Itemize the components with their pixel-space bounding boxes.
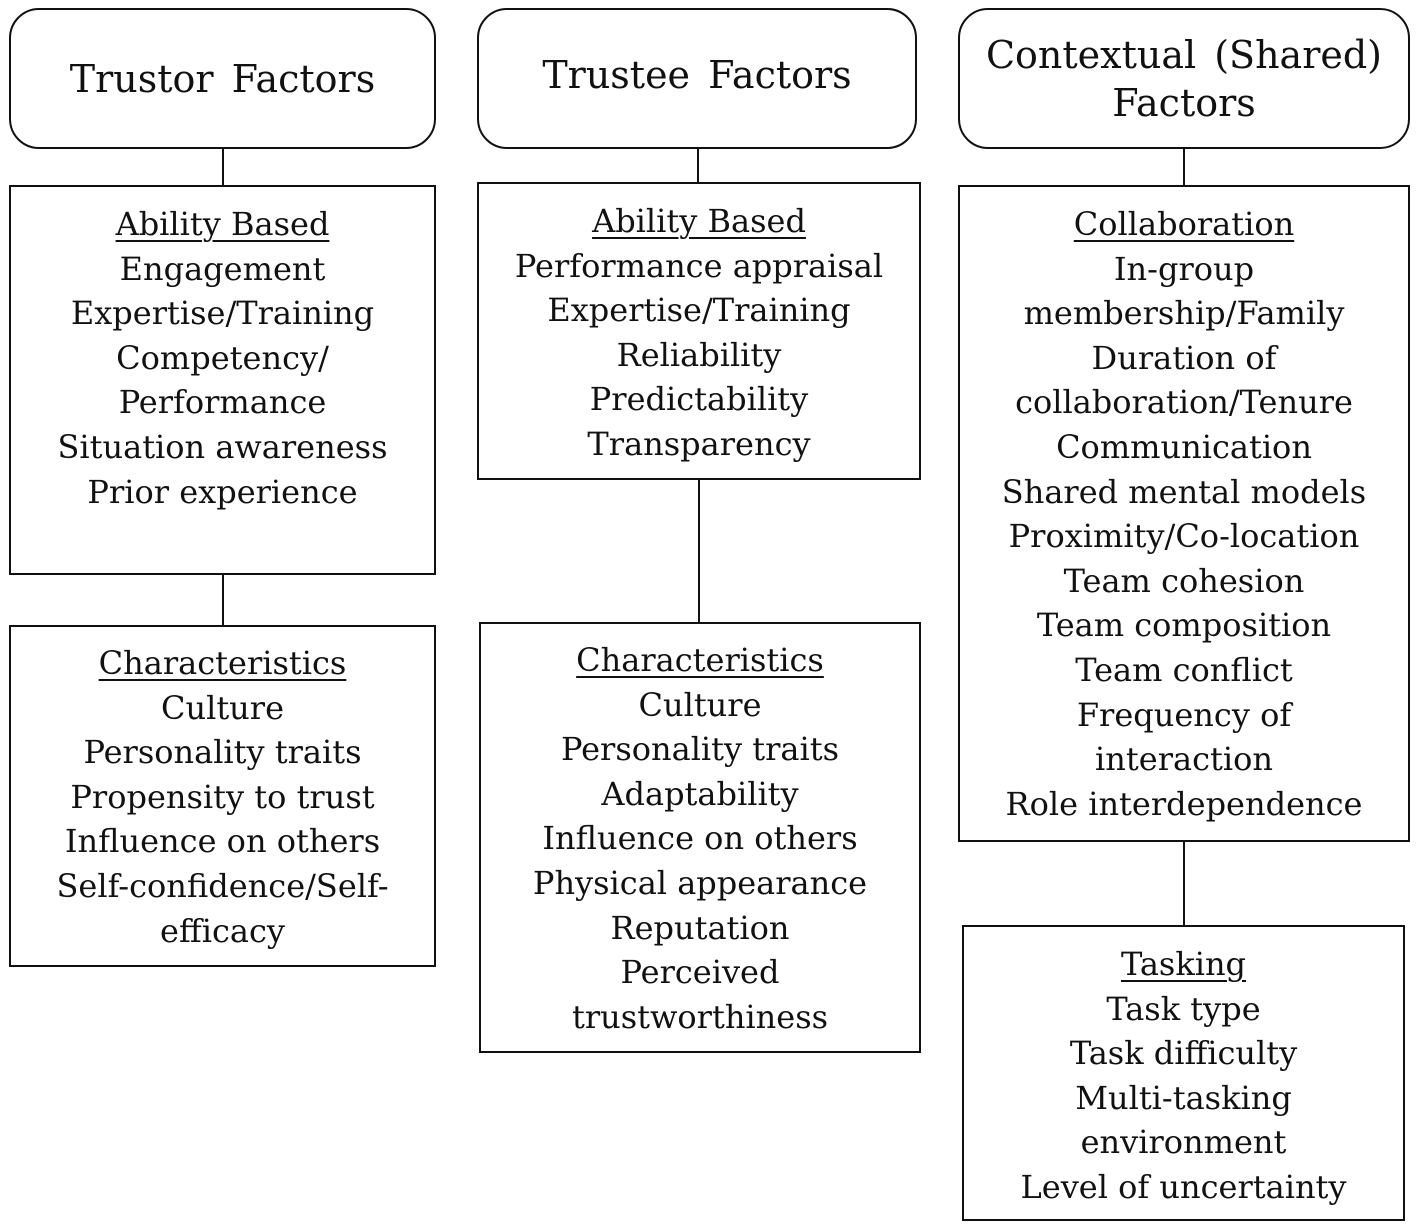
list-item: Self-confidence/Self- — [56, 866, 389, 905]
list-item: Shared mental models — [1001, 472, 1367, 511]
connector-trustor-ability-characteristics — [222, 574, 224, 626]
list-item: Frequency of — [1076, 695, 1292, 734]
contextual-factors-header: Contextual (Shared) Factors — [958, 8, 1410, 149]
contextual-collaboration-box: Collaboration In-group membership/Family… — [958, 185, 1410, 842]
list-item: Physical appearance — [532, 863, 868, 902]
list-item: membership/Family — [1023, 294, 1345, 333]
list-item: interaction — [1095, 740, 1273, 779]
list-item: Perceived — [620, 953, 780, 992]
list-item: Influence on others — [542, 819, 858, 858]
list-item: In-group — [1113, 249, 1255, 288]
trustee-characteristics-title: Characteristics — [576, 641, 824, 679]
trustee-ability-based-title: Ability Based — [592, 202, 806, 240]
list-item: Communication — [1056, 427, 1312, 466]
contextual-tasking-title: Tasking — [1120, 945, 1247, 983]
list-item: Adaptability — [601, 774, 799, 813]
list-item: Culture — [638, 685, 762, 724]
trustor-ability-based-box: Ability Based Engagement Expertise/Train… — [9, 185, 436, 575]
list-item: Expertise/Training — [70, 294, 375, 333]
list-item: collaboration/Tenure — [1015, 383, 1353, 422]
connector-trustee-ability-characteristics — [698, 479, 700, 623]
list-item: Team composition — [1036, 606, 1332, 645]
trustor-characteristics-box: Characteristics Culture Personality trai… — [9, 625, 436, 967]
trustee-ability-based-box: Ability Based Performance appraisal Expe… — [477, 182, 921, 480]
list-item: Reputation — [610, 908, 790, 947]
list-item: Reliability — [616, 335, 782, 374]
contextual-factors-header-line: Contextual (Shared) — [985, 32, 1383, 77]
trustor-characteristics-title: Characteristics — [98, 644, 347, 682]
list-item: Performance — [118, 383, 327, 422]
list-item: environment — [1080, 1123, 1287, 1162]
list-item: Transparency — [587, 424, 811, 463]
list-item: Influence on others — [64, 822, 381, 861]
list-item: trustworthiness — [571, 997, 829, 1036]
list-item: Team conflict — [1075, 650, 1293, 689]
list-item: Predictability — [589, 380, 809, 419]
list-item: Prior experience — [87, 472, 358, 511]
trustee-factors-header-label: Trustee Factors — [542, 52, 852, 97]
contextual-collaboration-title: Collaboration — [1073, 205, 1295, 243]
list-item: Situation awareness — [57, 427, 388, 466]
list-item: Task difficulty — [1069, 1034, 1298, 1073]
list-item: Proximity/Co-location — [1008, 517, 1360, 556]
list-item: Task type — [1106, 989, 1261, 1028]
list-item: Multi-tasking — [1075, 1078, 1292, 1117]
list-item: Propensity to trust — [70, 777, 375, 816]
connector-contextual-header-collaboration — [1183, 148, 1185, 186]
list-item: Personality traits — [83, 733, 362, 772]
connector-trustee-header-ability — [697, 148, 699, 183]
contextual-factors-header-line: Factors — [1112, 80, 1256, 125]
list-item: Duration of — [1091, 338, 1277, 377]
list-item: Engagement — [119, 249, 326, 288]
contextual-tasking-box: Tasking Task type Task difficulty Multi-… — [962, 925, 1405, 1221]
trustee-factors-header: Trustee Factors — [477, 8, 917, 149]
trustee-characteristics-box: Characteristics Culture Personality trai… — [479, 622, 921, 1053]
list-item: Culture — [160, 688, 285, 727]
connector-contextual-collaboration-tasking — [1183, 841, 1185, 926]
list-item: Team cohesion — [1063, 561, 1305, 600]
list-item: Performance appraisal — [514, 246, 884, 285]
list-item: Expertise/Training — [547, 291, 851, 330]
trustor-factors-header-label: Trustor Factors — [69, 56, 376, 101]
list-item: efficacy — [160, 911, 285, 950]
list-item: Competency/ — [116, 338, 329, 377]
trustor-ability-based-title: Ability Based — [115, 205, 330, 243]
trustor-factors-header: Trustor Factors — [9, 8, 436, 149]
list-item: Level of uncertainty — [1020, 1167, 1347, 1206]
list-item: Role interdependence — [1005, 784, 1363, 823]
connector-trustor-header-ability — [222, 148, 224, 186]
list-item: Personality traits — [560, 730, 840, 769]
